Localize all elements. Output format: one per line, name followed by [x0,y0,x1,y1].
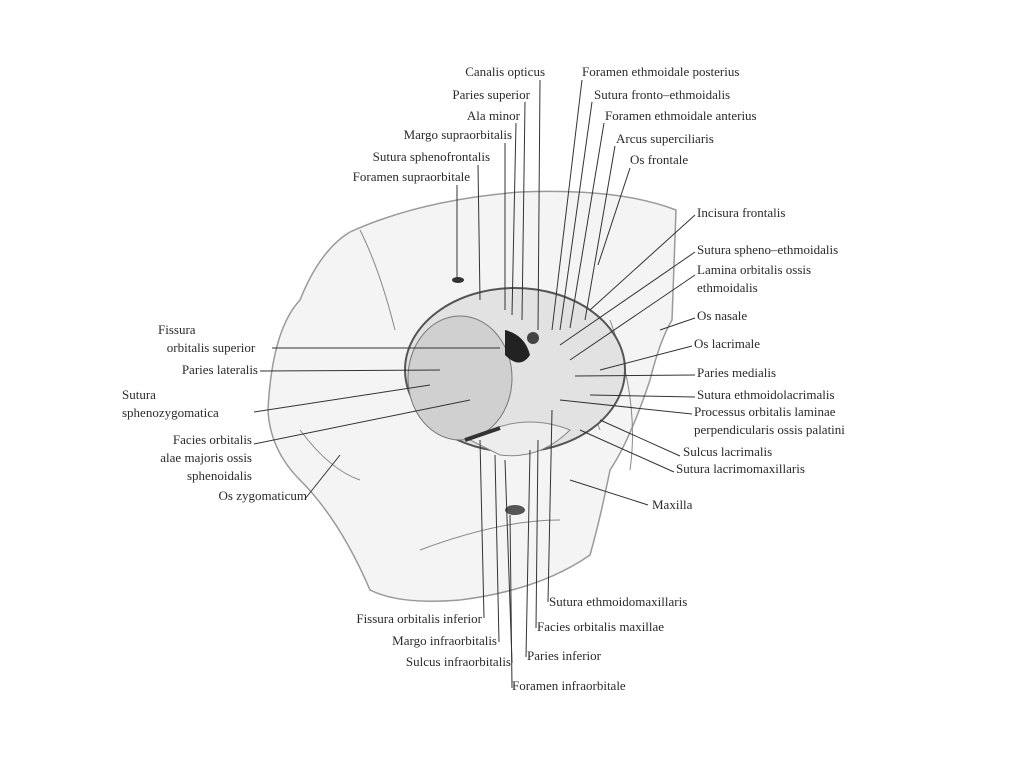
label-fissura-orbitalis-superior: Fissura orbitalis superior [150,321,272,357]
label-sulcus-infraorbitalis: Sulcus infraorbitalis [405,654,511,669]
label-line: alae majoris ossis [160,450,252,465]
label-processus-orbitalis: Processus orbitalis laminae perpendicula… [694,403,845,439]
label-foramen-ethmoidale-anterius: Foramen ethmoidale anterius [605,108,757,123]
label-line: Lamina orbitalis ossis [697,262,812,277]
infraorbital-foramen-mark [505,505,525,515]
label-sutura-spheno-ethmoidalis: Sutura spheno–ethmoidalis [697,242,839,257]
label-os-zygomaticum: Os zygomaticum [218,488,307,503]
label-incisura-frontalis: Incisura frontalis [697,205,786,220]
label-paries-medialis: Paries medialis [697,365,777,380]
label-arcus-superciliaris: Arcus superciliaris [616,131,714,146]
label-line: orbitalis superior [166,340,256,355]
label-fissura-orbitalis-inferior: Fissura orbitalis inferior [356,611,482,626]
label-os-lacrimale: Os lacrimale [694,336,761,351]
label-sutura-sphenofrontalis: Sutura sphenofrontalis [372,149,490,164]
label-line: perpendicularis ossis palatini [694,422,845,437]
label-line: sphenozygomatica [122,405,219,420]
label-ala-minor: Ala minor [466,108,520,123]
label-paries-superior: Paries superior [452,87,530,102]
label-os-frontale: Os frontale [630,152,689,167]
label-sutura-fronto-ethmoidalis: Sutura fronto–ethmoidalis [594,87,731,102]
optic-canal [527,332,539,344]
label-sulcus-lacrimalis: Sulcus lacrimalis [683,444,773,459]
label-line: sphenoidalis [187,468,252,483]
label-line: Fissura [158,322,196,337]
suture-lines [299,229,633,551]
label-paries-inferior: Paries inferior [527,648,602,663]
label-facies-orbitalis-maxillae: Facies orbitalis maxillae [537,619,665,634]
label-sutura-ethmoidomaxillaris: Sutura ethmoidomaxillaris [549,594,688,609]
label-facies-orbitalis-alae: Facies orbitalis alae majoris ossis sphe… [160,431,252,485]
label-canalis-opticus: Canalis opticus [465,64,545,79]
supraorbital-foramen-mark [452,277,464,283]
label-margo-infraorbitalis: Margo infraorbitalis [392,633,497,648]
label-line: Facies orbitalis [172,432,252,447]
label-paries-lateralis: Paries lateralis [181,362,258,377]
label-foramen-infraorbitale: Foramen infraorbitale [512,678,626,693]
label-margo-supraorbitalis: Margo supraorbitalis [403,127,512,142]
superior-orbital-fissure [505,330,530,363]
label-line: ethmoidalis [697,280,758,295]
label-foramen-ethmoidale-posterius: Foramen ethmoidale posterius [582,64,740,79]
label-os-nasale: Os nasale [697,308,748,323]
label-sutura-lacrimomaxillaris: Sutura lacrimomaxillaris [676,461,805,476]
label-lamina-orbitalis: Lamina orbitalis ossis ethmoidalis [697,261,811,297]
label-sutura-sphenozygomatica: Sutura sphenozygomatica [122,386,219,422]
label-line: Processus orbitalis laminae [694,404,836,419]
label-foramen-supraorbitale: Foramen supraorbitale [352,169,470,184]
label-line: Sutura [122,387,156,402]
inferior-orbital-fissure [464,426,501,442]
leader-lines [253,79,696,689]
orbit-lateral-wall [407,315,513,441]
label-sutura-ethmoidolacrimalis: Sutura ethmoidolacrimalis [697,387,835,402]
label-maxilla: Maxilla [652,497,693,512]
